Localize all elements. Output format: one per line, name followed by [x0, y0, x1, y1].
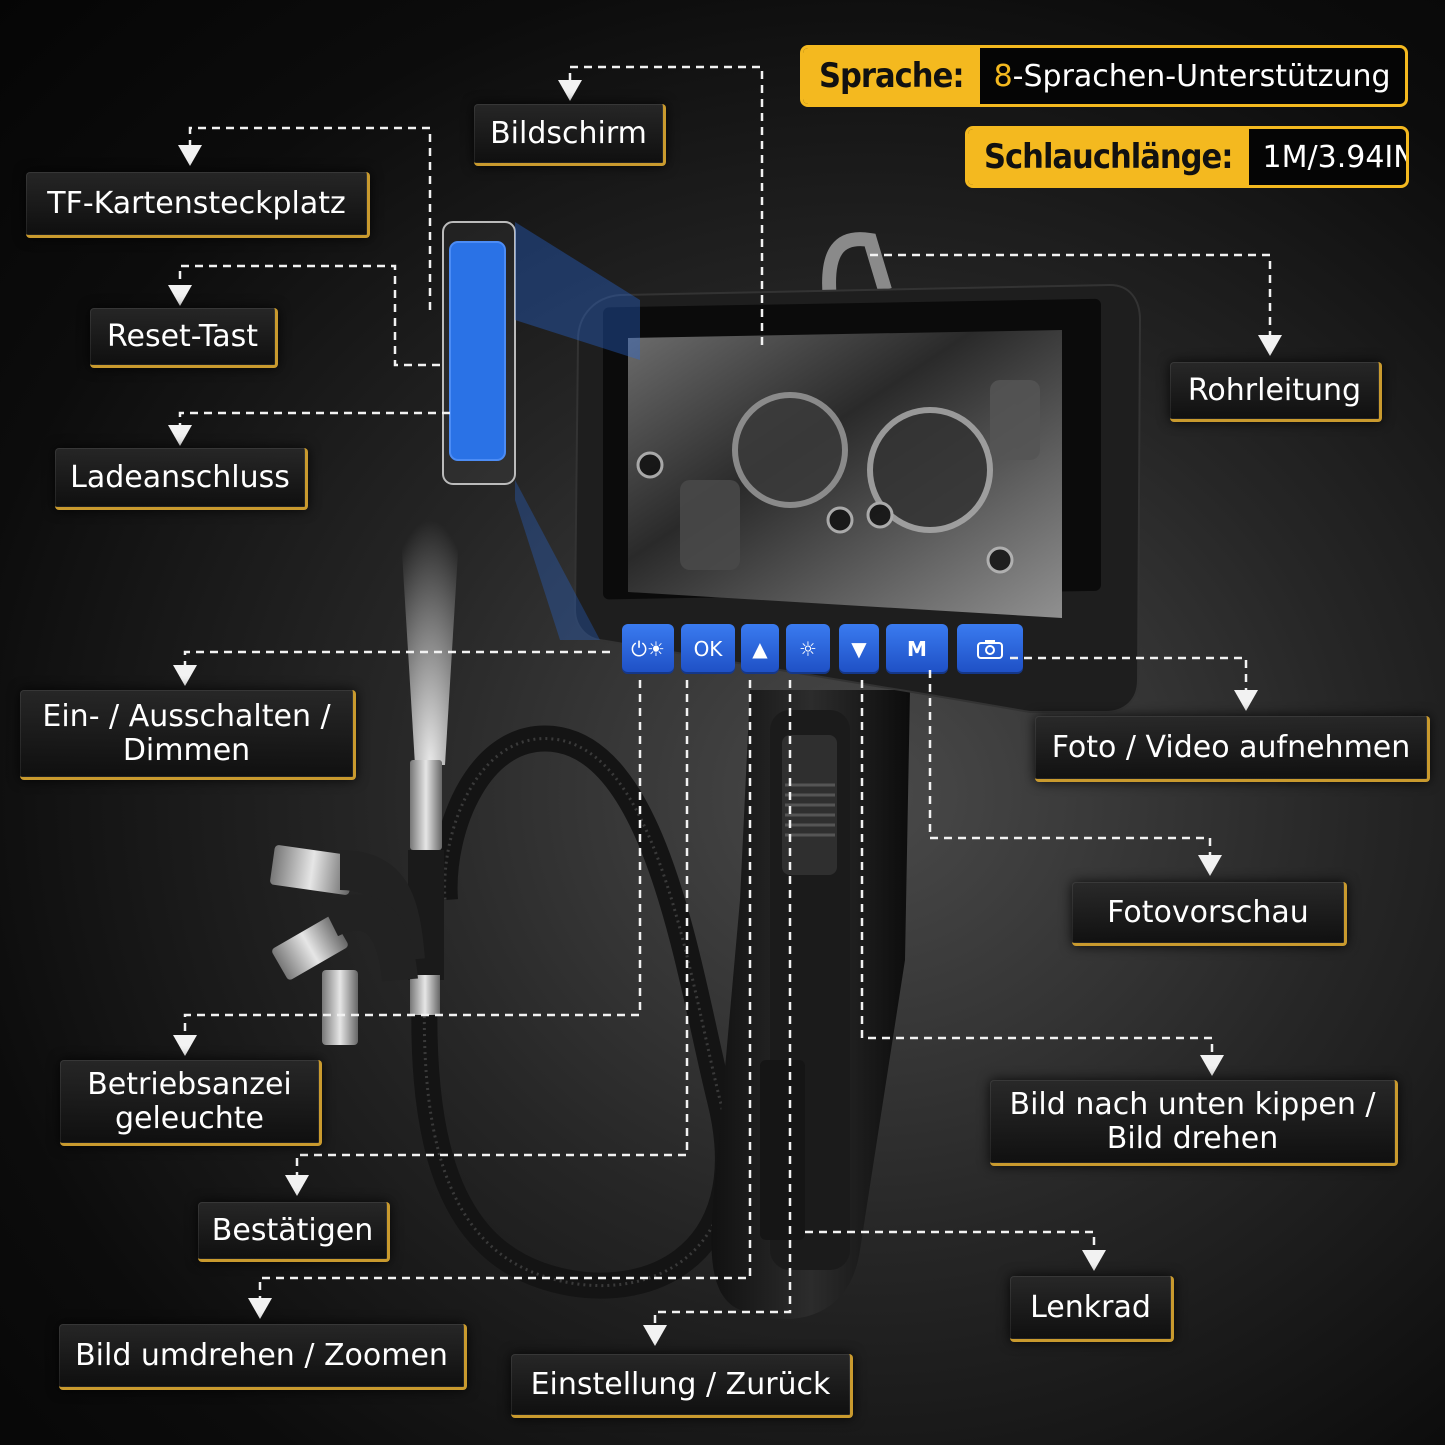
- mode-button[interactable]: M: [886, 624, 948, 674]
- hose-length-value: 1M/3.94IN: [1262, 139, 1409, 175]
- brightness-button[interactable]: ☼: [786, 624, 830, 674]
- label-confirm: Bestätigen: [198, 1202, 390, 1262]
- label-tf-card-slot: TF-Kartensteckplatz: [26, 172, 370, 238]
- label-steering-wheel: Lenkrad: [1010, 1276, 1174, 1342]
- power-button[interactable]: ⏻☀: [622, 624, 674, 674]
- label-screen: Bildschirm: [474, 104, 666, 166]
- ok-button[interactable]: OK: [681, 624, 735, 674]
- label-photo-video-capture: Foto / Video aufnehmen: [1035, 716, 1430, 782]
- language-spec-badge: Sprache: 8-Sprachen-Unterstützung: [800, 45, 1408, 107]
- label-power-dimming: Ein- / Ausschalten / Dimmen: [20, 690, 356, 780]
- up-button[interactable]: ▲: [741, 624, 779, 674]
- label-charging-port: Ladeanschluss: [55, 448, 308, 510]
- probe-tip: [410, 760, 442, 850]
- language-spec-key: Sprache:: [803, 48, 980, 104]
- accessory-straight: [270, 845, 354, 895]
- label-settings-back: Einstellung / Zurück: [511, 1354, 853, 1418]
- label-flip-zoom: Bild umdrehen / Zoomen: [59, 1324, 467, 1390]
- language-spec-value: -Sprachen-Unterstützung: [1012, 58, 1391, 94]
- camera-button[interactable]: [957, 624, 1023, 674]
- hose-length-key: Schlauchlänge:: [968, 129, 1249, 185]
- language-spec-count: 8: [993, 58, 1013, 94]
- camera-icon: [977, 640, 1003, 659]
- label-photo-preview: Fotovorschau: [1072, 882, 1347, 946]
- down-button[interactable]: ▼: [839, 624, 879, 674]
- label-flip-rotate: Bild nach unten kippen / Bild drehen: [990, 1080, 1398, 1166]
- hose-length-spec-badge: Schlauchlänge: 1M/3.94IN: [965, 126, 1409, 188]
- label-operation-indicator: Betriebsanzei geleuchte: [60, 1060, 322, 1146]
- label-reset-button: Reset-Tast: [90, 308, 278, 368]
- rubber-cover: [449, 241, 506, 461]
- light-beam: [400, 520, 460, 765]
- label-pipe: Rohrleitung: [1170, 362, 1382, 422]
